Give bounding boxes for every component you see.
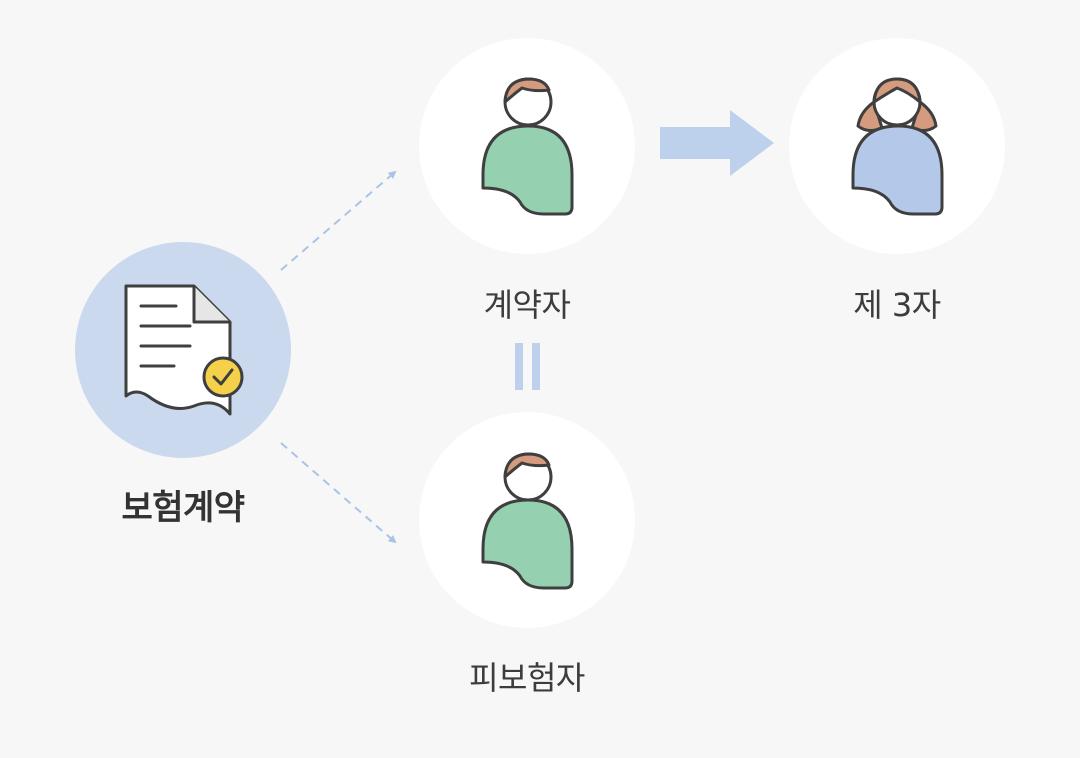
contractor-man-icon bbox=[481, 77, 574, 216]
insurance-contract-label: 보험계약 bbox=[121, 488, 245, 528]
contractor-label: 계약자 bbox=[483, 286, 571, 324]
document-check-icon bbox=[124, 284, 244, 416]
third-party-label: 제 3자 bbox=[853, 286, 941, 324]
arrow-contract-to-contractor bbox=[280, 170, 397, 271]
insured-man-icon bbox=[481, 452, 574, 590]
equals-sign bbox=[515, 343, 540, 390]
arrow-contract-to-insured bbox=[280, 442, 397, 544]
third-party-woman-icon bbox=[851, 77, 944, 216]
insured-label: 피보험자 bbox=[469, 659, 585, 697]
arrow-contractor-to-third-party bbox=[660, 110, 774, 176]
